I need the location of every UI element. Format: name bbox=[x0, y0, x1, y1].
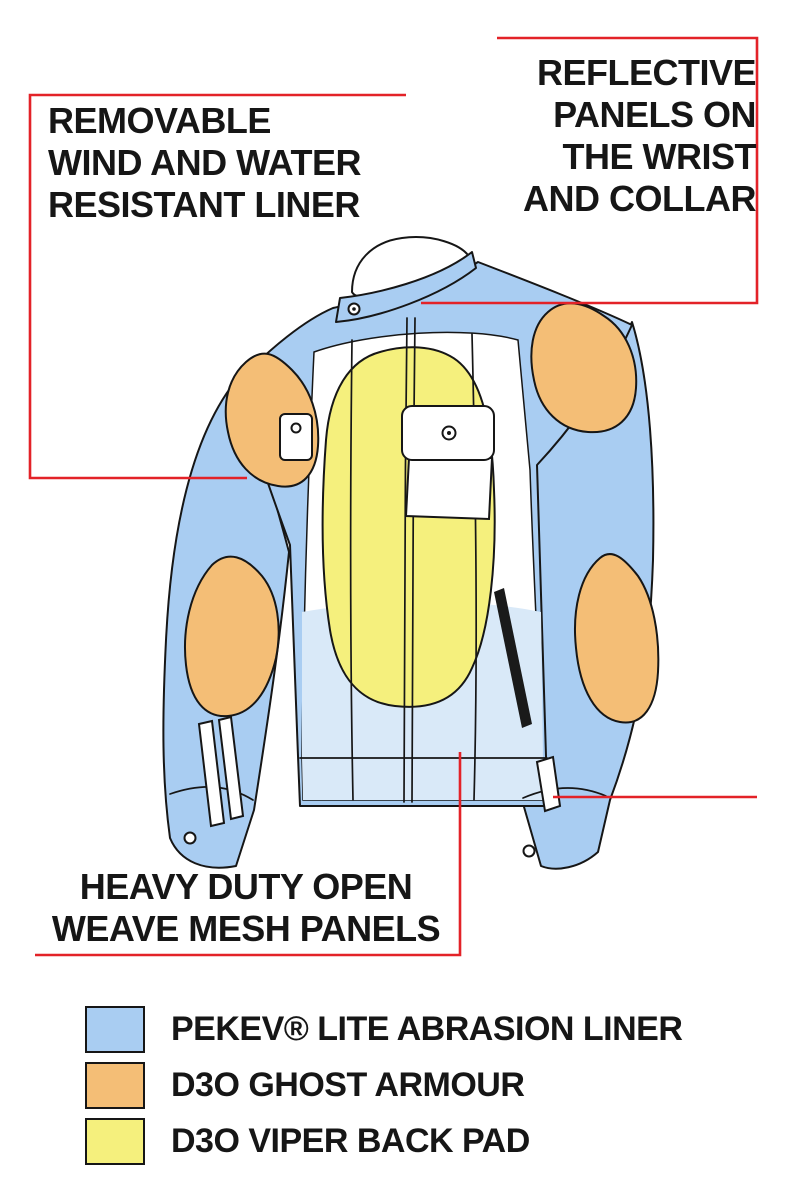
legend-label: PEKEV® LITE ABRASION LINER bbox=[171, 1010, 683, 1048]
zip-line-2 bbox=[411, 317, 416, 803]
legend: PEKEV® LITE ABRASION LINER D3O GHOST ARM… bbox=[85, 1006, 683, 1174]
chest-pocket-snap-dot bbox=[447, 431, 451, 435]
callout-line-mesh bbox=[35, 752, 462, 957]
small-pocket-snap bbox=[290, 422, 302, 434]
callout-line-text: HEAVY DUTY OPEN bbox=[79, 866, 413, 907]
left-cuff-snap bbox=[183, 831, 197, 845]
zip-line-1 bbox=[403, 317, 408, 803]
callout-line-text: PANELS ON bbox=[553, 94, 756, 136]
callout-mesh-panels: HEAVY DUTY OPEN WEAVE MESH PANELS bbox=[35, 866, 457, 950]
right-elbow-armour bbox=[574, 553, 660, 724]
hand-pocket-slit bbox=[494, 588, 532, 728]
callout-line-text: RESISTANT LINER bbox=[48, 184, 360, 226]
left-cuff-reflective-strip-1 bbox=[197, 719, 226, 828]
legend-label: D3O GHOST ARMOUR bbox=[171, 1066, 525, 1104]
callout-line-text: REMOVABLE bbox=[48, 100, 271, 141]
right-cuff-snap bbox=[522, 844, 536, 858]
callout-line-liner bbox=[28, 93, 406, 480]
callout-reflective-panels: REFLECTIVE PANELS ON THE WRIST AND COLLA… bbox=[523, 52, 756, 220]
callout-line-text: WIND AND WATER bbox=[48, 142, 361, 184]
callout-line-reflective-collar bbox=[421, 36, 759, 305]
callout-line-text: AND COLLAR bbox=[523, 178, 756, 220]
back-pad bbox=[321, 346, 496, 708]
right-front-seam bbox=[471, 333, 478, 801]
callout-line-text: WEAVE MESH PANELS bbox=[51, 908, 441, 950]
right-cuff-seam bbox=[522, 787, 607, 799]
right-shoulder-armour bbox=[530, 302, 638, 434]
chest-pocket-body bbox=[404, 457, 494, 521]
legend-item-ghost-armour: D3O GHOST ARMOUR bbox=[85, 1062, 682, 1109]
small-chest-pocket bbox=[279, 413, 313, 461]
legend-swatch-orange bbox=[85, 1062, 145, 1109]
callout-line-text: THE WRIST bbox=[562, 136, 757, 178]
legend-swatch-yellow bbox=[85, 1118, 145, 1165]
legend-item-viper-back-pad: D3O VIPER BACK PAD bbox=[85, 1118, 682, 1165]
legend-swatch-blue bbox=[85, 1006, 145, 1053]
legend-label: D3O VIPER BACK PAD bbox=[171, 1122, 530, 1160]
callout-line-text: REFLECTIVE bbox=[536, 52, 757, 93]
left-cuff-reflective-strip-2 bbox=[217, 715, 245, 821]
callout-removable-liner: REMOVABLE WIND AND WATER RESISTANT LINER bbox=[48, 100, 361, 226]
legend-item-pekev-liner: PEKEV® LITE ABRASION LINER bbox=[85, 1006, 683, 1053]
collar-band bbox=[335, 251, 477, 323]
collar-snap-dot bbox=[352, 307, 356, 311]
left-elbow-armour bbox=[184, 555, 280, 718]
left-front-seam bbox=[349, 339, 354, 801]
